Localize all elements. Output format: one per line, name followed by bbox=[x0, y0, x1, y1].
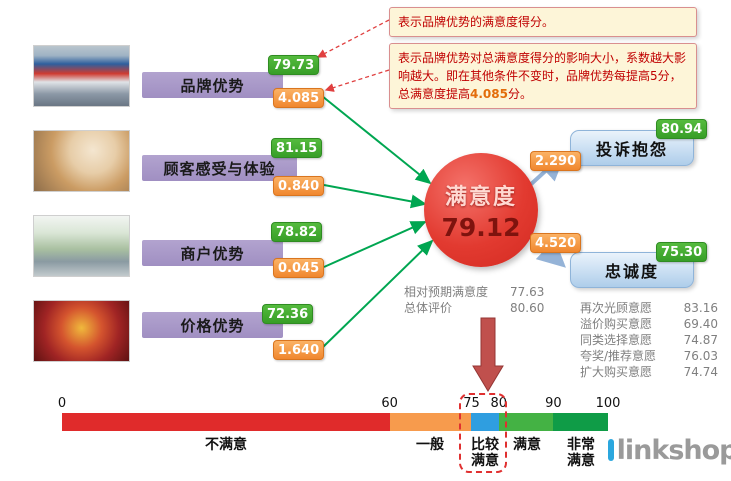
list-item: 同类选择意愿 74.87 bbox=[580, 332, 718, 348]
loyalty-detail-value: 83.16 bbox=[683, 301, 718, 315]
loyalty-detail-label: 溢价购买意愿 bbox=[580, 317, 653, 331]
coef-note-highlight: 4.085 bbox=[470, 87, 508, 101]
satisfaction-scale-bar bbox=[62, 413, 608, 431]
arrow-merchant-to-satisfaction bbox=[323, 221, 427, 268]
score-note-text: 表示品牌优势的满意度得分。 bbox=[398, 15, 555, 29]
factor-experience-coef-badge: 0.840 bbox=[273, 176, 325, 196]
list-item: 扩大购买意愿 74.74 bbox=[580, 364, 718, 380]
scale-tick-90: 90 bbox=[545, 396, 562, 411]
benchmark-block: 相对预期满意度 77.63 总体评价 80.60 bbox=[404, 284, 554, 316]
loyalty-detail-label: 同类选择意愿 bbox=[580, 333, 653, 347]
crowded-mall-photo bbox=[33, 300, 130, 362]
arrow-brand-to-satisfaction bbox=[321, 95, 432, 185]
list-item: 夸奖/推荐意愿 76.03 bbox=[580, 348, 718, 364]
factor-brand-score-badge: 79.73 bbox=[268, 55, 320, 75]
factor-brand-label: 品牌优势 bbox=[142, 72, 283, 98]
loyalty-detail-value: 74.87 bbox=[683, 333, 718, 347]
factor-brand-coef-badge: 4.085 bbox=[273, 88, 325, 108]
factor-merchant-coef-badge: 0.045 bbox=[273, 258, 325, 278]
brand-storefront-photo bbox=[33, 45, 130, 107]
benchmark-value: 77.63 bbox=[510, 285, 545, 299]
scale-label-dissatisfied: 不满意 bbox=[205, 437, 247, 453]
complaints-box: 投诉抱怨 bbox=[570, 130, 694, 166]
score-position-arrow bbox=[472, 317, 504, 392]
list-item: 再次光顾意愿 83.16 bbox=[580, 300, 718, 316]
satisfaction-label: 满意度 bbox=[444, 184, 517, 210]
scale-label-very-satisfied: 非常满意 bbox=[567, 437, 595, 470]
factor-experience-score-badge: 81.15 bbox=[271, 138, 323, 158]
satisfaction-score: 79.12 bbox=[441, 212, 521, 242]
scale-tick-0: 0 bbox=[57, 396, 67, 411]
loyalty-score-badge: 75.30 bbox=[656, 242, 708, 262]
benchmark-label: 相对预期满意度 bbox=[404, 285, 489, 299]
loyalty-detail-value: 69.40 bbox=[683, 317, 718, 331]
loyalty-detail-label: 夸奖/推荐意愿 bbox=[580, 349, 657, 363]
loyalty-detail-value: 76.03 bbox=[683, 349, 718, 363]
scale-tick-60: 60 bbox=[381, 396, 398, 411]
scale-segment-very-satisfied bbox=[553, 413, 608, 431]
scale-segment-dissatisfied bbox=[62, 413, 390, 431]
loyalty-detail-label: 再次光顾意愿 bbox=[580, 301, 653, 315]
coef-note-text-2: 分。 bbox=[507, 87, 532, 101]
loyalty-detail-value: 74.74 bbox=[683, 365, 718, 379]
scale-segment-satisfied bbox=[498, 413, 554, 431]
callout-pointer-score bbox=[316, 19, 390, 58]
scale-segment-fairly-satisfied bbox=[471, 413, 499, 431]
arrow-experience-to-satisfaction bbox=[323, 184, 427, 209]
loyalty-coef-badge: 4.520 bbox=[530, 233, 582, 253]
customer-photo bbox=[33, 130, 130, 192]
loyalty-box: 忠诚度 bbox=[570, 252, 694, 288]
factor-merchant-score-badge: 78.82 bbox=[271, 222, 323, 242]
scale-tick-100: 100 bbox=[595, 396, 621, 411]
factor-price-label: 价格优势 bbox=[142, 312, 283, 338]
linkshop-logo: linkshop .com 联商网 bbox=[608, 418, 731, 481]
factor-experience-label: 顾客感受与体验 bbox=[142, 155, 297, 181]
benchmark-row: 总体评价 80.60 bbox=[404, 300, 554, 316]
factor-price-score-badge: 72.36 bbox=[262, 304, 314, 324]
list-item: 溢价购买意愿 69.40 bbox=[580, 316, 718, 332]
factor-merchant-label: 商户优势 bbox=[142, 240, 283, 266]
coef-note-text-1: 表示品牌优势对总满意度得分的影响大小，系数越大影响越大。即在其他条件不变时，品牌… bbox=[398, 51, 687, 101]
complaints-score-badge: 80.94 bbox=[656, 119, 708, 139]
complaints-coef-badge: 2.290 bbox=[530, 151, 582, 171]
scale-label-satisfied: 满意 bbox=[513, 437, 541, 453]
scale-label-fairly-satisfied: 比较满意 bbox=[471, 437, 499, 470]
satisfaction-circle: 满意度 79.12 bbox=[424, 153, 538, 267]
benchmark-row: 相对预期满意度 77.63 bbox=[404, 284, 554, 300]
benchmark-value: 80.60 bbox=[510, 301, 545, 315]
benchmark-label: 总体评价 bbox=[404, 301, 453, 315]
loyalty-detail-label: 扩大购买意愿 bbox=[580, 365, 653, 379]
scale-label-average: 一般 bbox=[416, 437, 444, 453]
scale-segment-average bbox=[389, 413, 472, 431]
loyalty-detail-list: 再次光顾意愿 83.16 溢价购买意愿 69.40 同类选择意愿 74.87 夸… bbox=[580, 300, 718, 380]
linkshop-logo-icon bbox=[608, 439, 614, 461]
factor-price-coef-badge: 1.640 bbox=[273, 340, 325, 360]
score-range-highlight-box bbox=[459, 393, 507, 473]
callout-pointer-coef bbox=[324, 69, 390, 92]
logo-wordmark: linkshop bbox=[616, 434, 731, 466]
score-note-callout: 表示品牌优势的满意度得分。 bbox=[389, 7, 697, 37]
mall-interior-photo bbox=[33, 215, 130, 277]
coef-note-callout: 表示品牌优势对总满意度得分的影响大小，系数越大影响越大。即在其他条件不变时，品牌… bbox=[389, 43, 697, 109]
